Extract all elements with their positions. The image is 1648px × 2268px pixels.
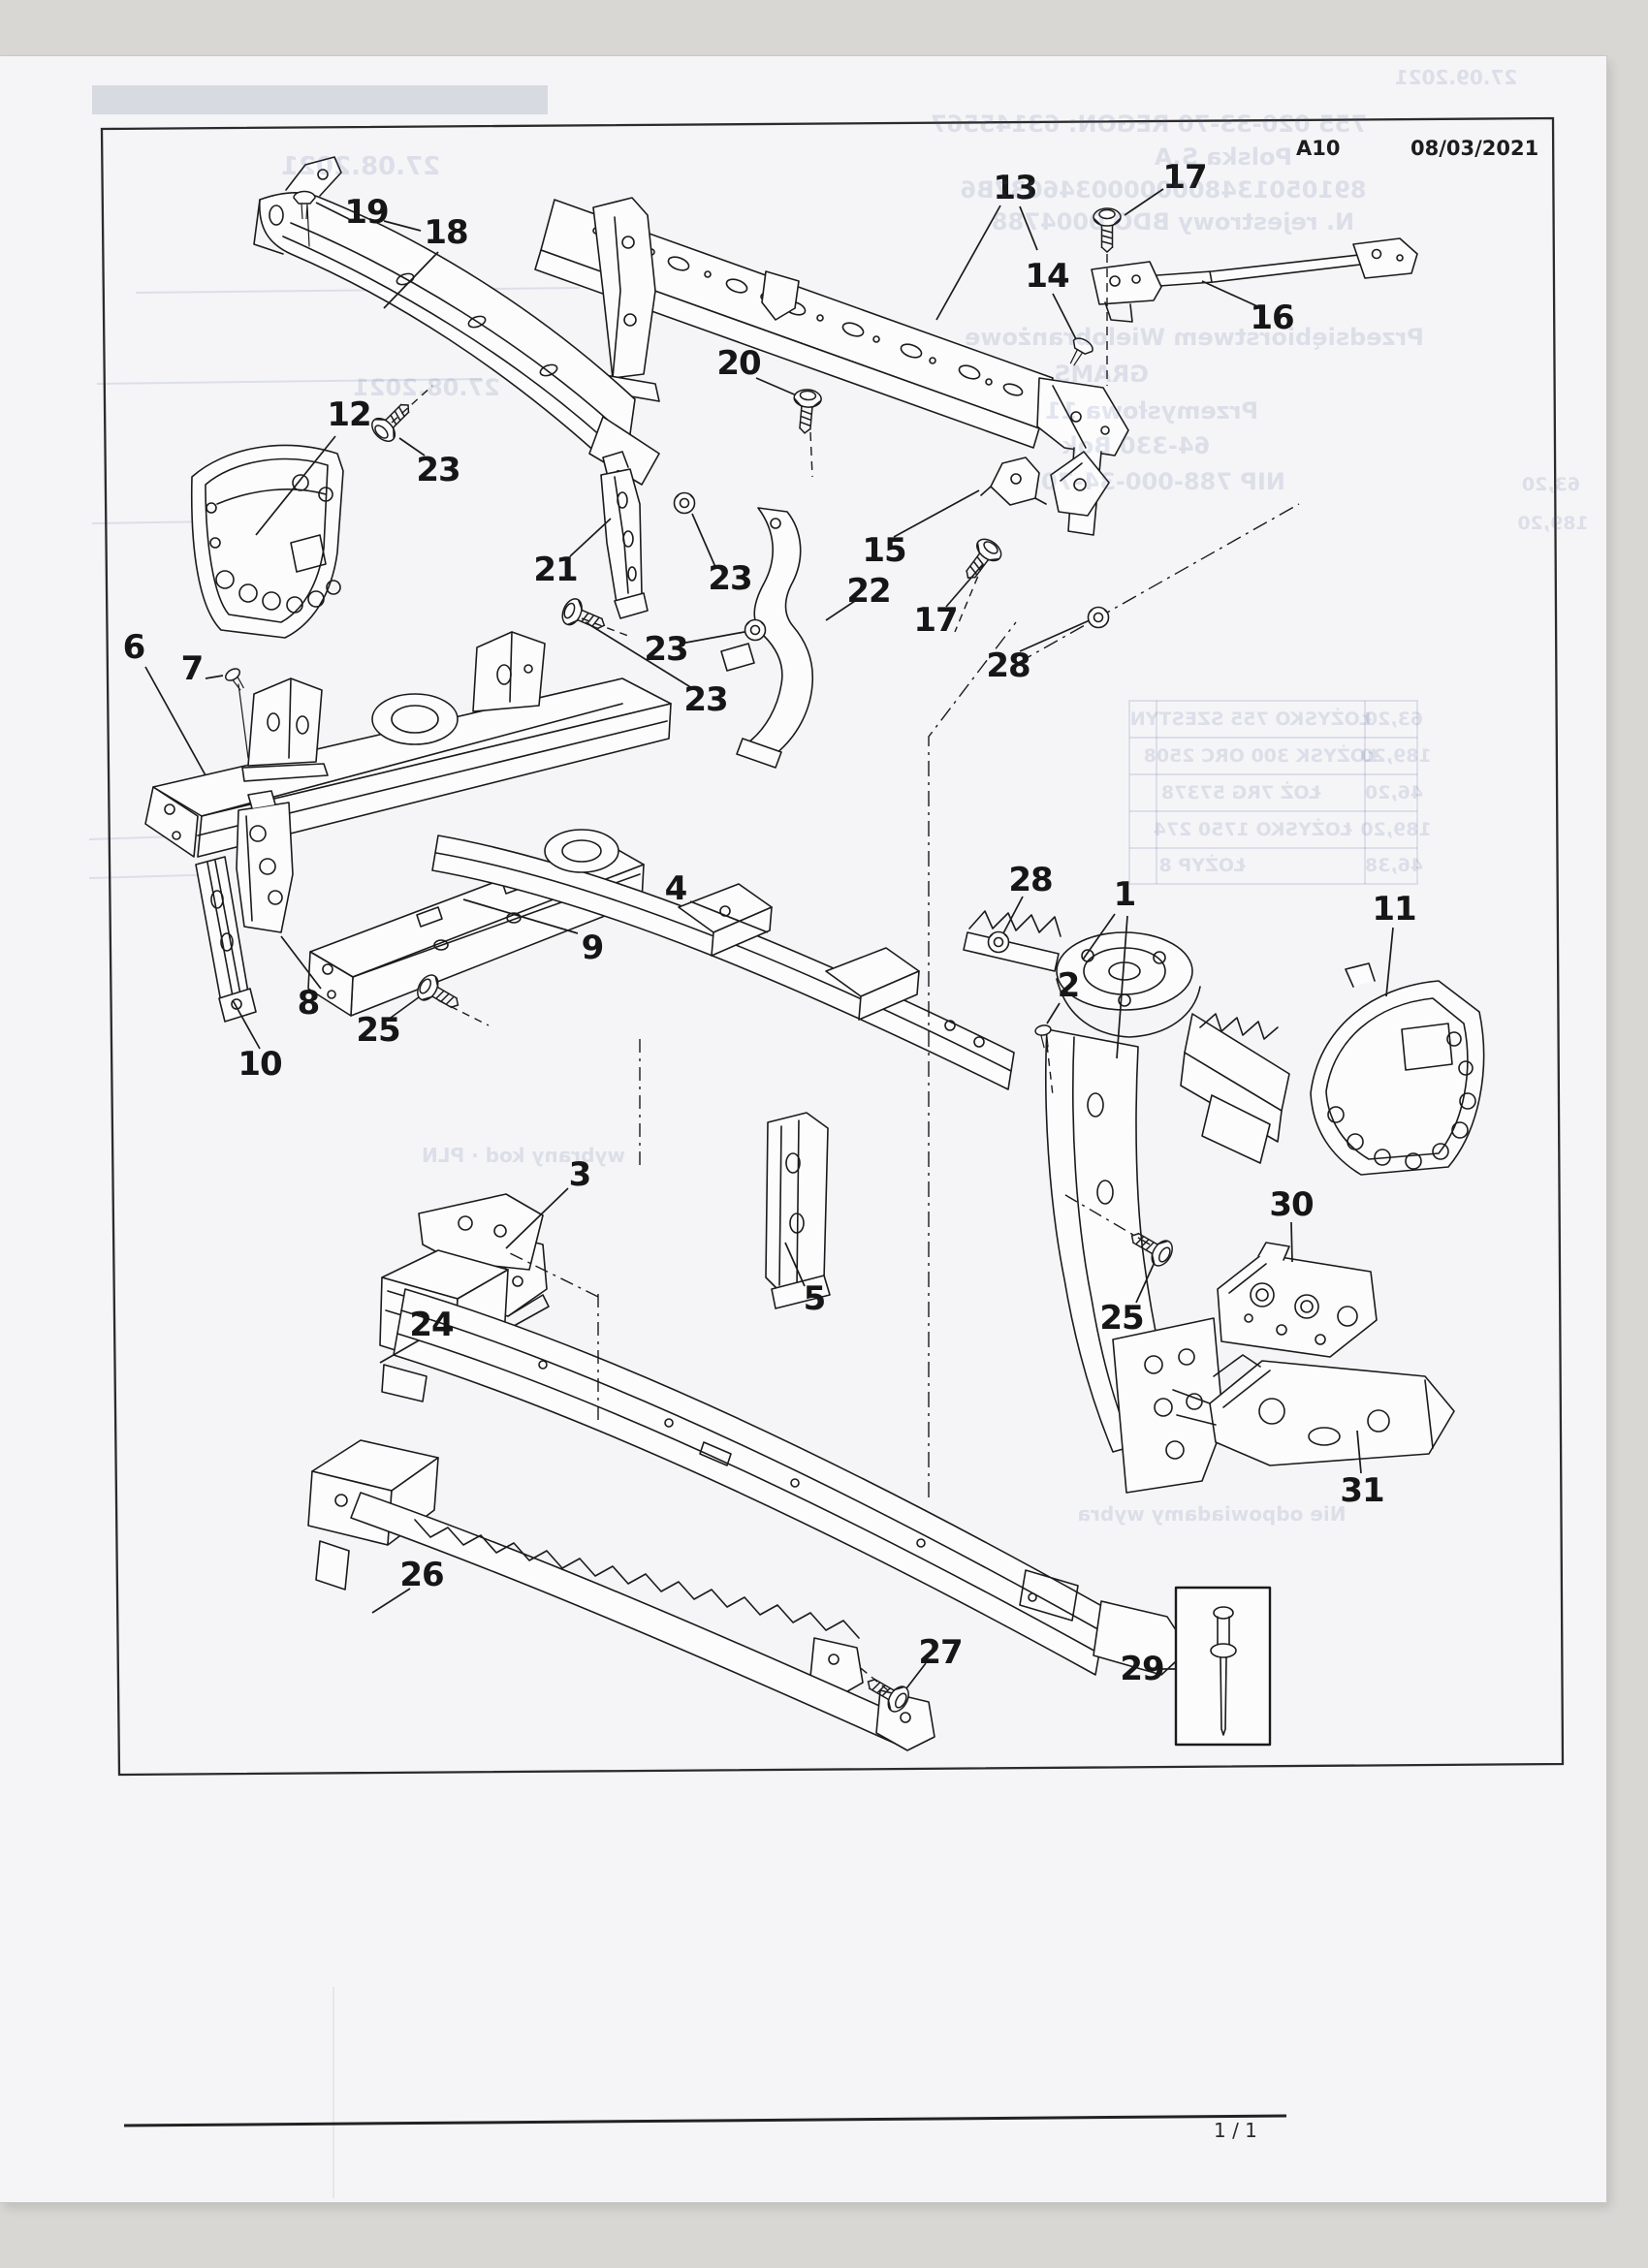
callout-7: 7: [180, 649, 205, 688]
diagram-frame: [100, 116, 1565, 1777]
callout-23: 23: [416, 451, 460, 489]
part-12-apron-panel: [190, 444, 344, 639]
bleedthrough-text: 46,38: [1364, 855, 1424, 876]
callout-28: 28: [1008, 861, 1053, 899]
part-4-middle-rail: [431, 829, 1015, 1090]
callout-8: 8: [297, 984, 321, 1023]
callout-10: 10: [238, 1045, 282, 1084]
bleedthrough-text: 27.09.2021: [1394, 66, 1518, 89]
callout-17: 17: [1162, 158, 1207, 197]
callout-27: 27: [918, 1633, 963, 1672]
nut-icon: [987, 930, 1010, 954]
part-21-side-stay: [600, 451, 649, 619]
part-1-2-right-rail-assembly: [963, 910, 1290, 1494]
part-31-skid-bracket: [1172, 1354, 1455, 1466]
part-24-bumper-beam: [379, 1193, 1189, 1699]
bleedthrough-text: 27.08.2021: [353, 374, 500, 401]
page-indicator: 1 / 1: [1214, 2119, 1257, 2142]
callout-leader-lines: [144, 188, 1394, 1693]
bleedthrough-text: Przedsiębiorstwem Wielobranżowe: [965, 324, 1424, 351]
callout-13: 13: [993, 169, 1037, 207]
bleedthrough-text: 89105013480000000346037B6: [960, 176, 1367, 204]
part-22-curved-stay: [720, 507, 814, 769]
callout-3: 3: [568, 1155, 592, 1194]
callout-24: 24: [409, 1306, 454, 1344]
part-29-rivet-box: [1174, 1586, 1272, 1747]
part-13-upper-tie-bar: [534, 197, 1129, 536]
sheet-code: A10: [1296, 137, 1341, 160]
callout-2: 2: [1057, 966, 1081, 1005]
part-15-bracket: [980, 451, 1110, 517]
callout-9: 9: [581, 929, 605, 967]
callout-5: 5: [803, 1279, 827, 1318]
nut-icon: [744, 618, 767, 642]
bleedthrough-text: 64-330 Bok: [1062, 432, 1211, 459]
nut-icon: [673, 491, 696, 515]
bleedthrough-text: ŁOŻYP 8: [1158, 855, 1246, 876]
footer-rule: [123, 2114, 1287, 2127]
callout-28: 28: [986, 646, 1030, 685]
bleedthrough-text: 27.08.2021: [280, 152, 441, 181]
nut-icon: [1087, 606, 1110, 629]
bleedthrough-text: 46,20: [1364, 782, 1424, 803]
callout-19: 19: [344, 193, 389, 232]
bleedthrough-text: Nie odpowiadamy wybra: [1077, 1502, 1347, 1526]
callout-23: 23: [644, 630, 688, 669]
sheet-date: 08/03/2021: [1410, 137, 1539, 160]
callout-11: 11: [1372, 890, 1416, 929]
callout-25: 25: [356, 1011, 400, 1050]
bleedthrough-text: ŁOŻYSKO 755 SZESTYN: [1129, 709, 1372, 730]
callout-31: 31: [1340, 1471, 1384, 1510]
bleedthrough-text: wybrany kod · PLN: [422, 1144, 625, 1167]
bleedthrough-text: ŁOŻYSK 300 ORC 2508: [1143, 745, 1378, 767]
callout-18: 18: [424, 213, 468, 252]
callout-4: 4: [664, 869, 688, 908]
callout-14: 14: [1025, 257, 1069, 296]
construction-lines: [391, 254, 1300, 1691]
bleedthrough-text: 755 020-33-70 REGON: 63145567: [930, 110, 1368, 138]
bleedthrough-text: GRAMS: [1054, 361, 1149, 388]
part-26-lower-support: [307, 1439, 935, 1751]
bleedthrough-text: 189,20: [1360, 819, 1432, 840]
part-30-mount-plate: [1217, 1242, 1378, 1358]
part-11-side-panel: [1310, 962, 1485, 1176]
callout-23: 23: [708, 559, 752, 598]
bleedthrough-text: NIP 788-000-34-70: [1041, 468, 1285, 495]
callout-22: 22: [846, 572, 891, 611]
callout-30: 30: [1269, 1185, 1314, 1224]
callout-1: 1: [1113, 875, 1137, 914]
callout-16: 16: [1250, 299, 1294, 337]
callout-29: 29: [1120, 1650, 1164, 1688]
callout-17: 17: [913, 601, 958, 640]
callout-6: 6: [122, 628, 146, 667]
callout-26: 26: [399, 1556, 444, 1594]
bleedthrough-text: ŁOŻ 7RG 57378: [1160, 782, 1321, 803]
screw-icon: [790, 388, 823, 435]
callout-20: 20: [716, 344, 761, 383]
screw-icon: [956, 534, 1006, 587]
screw-icon: [366, 394, 419, 447]
bleedthrough-text: 189,20: [1360, 745, 1432, 767]
bleedthrough-text: ŁOŻYSKO 1750 274: [1153, 819, 1352, 840]
bleedthrough-text: Polska S.A: [1154, 143, 1293, 171]
callout-21: 21: [533, 551, 578, 589]
callout-23: 23: [683, 680, 728, 719]
callout-12: 12: [327, 395, 371, 434]
bleedthrough-text: N. rejestrowy BDO 0004788: [991, 208, 1355, 236]
bleedthrough-graphics: [88, 85, 1418, 2198]
part-5-channel-bracket: [765, 1112, 831, 1309]
callout-25: 25: [1099, 1299, 1144, 1338]
bleedthrough-text: Przemysłowa 11: [1044, 397, 1259, 425]
stud-icon: [222, 665, 250, 695]
part-18-upper-reinforcement-beam: [253, 156, 660, 486]
bleedthrough-text: 63,20: [1364, 709, 1424, 730]
bleedthrough-text: 189,20: [1517, 513, 1589, 534]
part-16-brace-rod: [1091, 237, 1418, 323]
callout-15: 15: [862, 531, 906, 570]
bleedthrough-text: 63,20: [1521, 474, 1581, 495]
